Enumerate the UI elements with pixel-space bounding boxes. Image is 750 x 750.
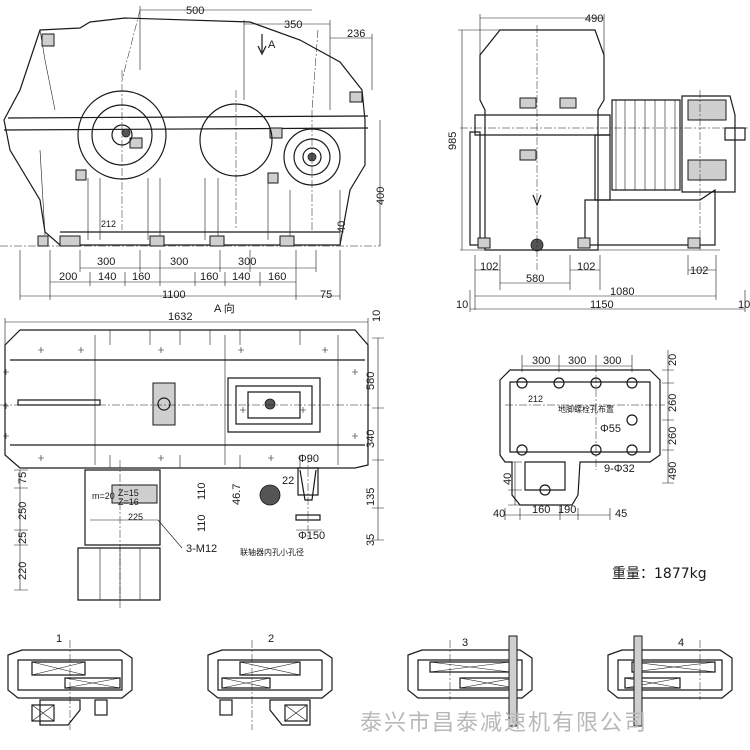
dim-200: 200 [59,271,77,283]
dim-300-a: 300 [97,256,115,268]
fnd-dim-300-b: 300 [568,355,586,367]
view-arrow-a: A [268,39,276,51]
top-view: m=20 Z=15 Z=16 225 1632 10 580 340 135 3… [0,310,384,610]
fnd-dim-40-b: 40 [493,508,505,520]
side-dim-102-a: 102 [480,261,498,273]
fnd-dim-20: 20 [667,354,679,366]
fnd-dim-160: 160 [532,504,550,516]
side-dim-490: 490 [585,13,603,25]
view-label-a: A 向 [214,301,235,315]
dim-140-b: 140 [232,271,250,283]
side-dim-10: 10 [456,299,468,311]
top-dim-phi150: Φ150 [298,530,325,542]
dim-160-a: 160 [132,271,150,283]
top-dim-25: 25 [17,532,29,544]
dim-300-b: 300 [170,256,188,268]
fnd-dim-300-c: 300 [603,355,621,367]
side-view: 490 985 102 580 102 102 1080 10 1150 10 [447,13,750,312]
foundation-layout: 300 300 300 20 260 260 490 212 地脚螺栓孔布置 Φ… [493,350,679,520]
top-dim-110-b: 110 [196,514,208,532]
fnd-dim-300-a: 300 [532,355,550,367]
dim-75: 75 [320,289,332,301]
fnd-title: 地脚螺栓孔布置 [558,404,614,414]
side-dim-1150: 1150 [590,299,614,311]
dim-1100: 1100 [162,289,186,301]
fnd-dim-260-a: 260 [667,394,679,412]
top-dim-46-7: 46.7 [231,484,243,505]
top-dim-135: 135 [365,488,377,506]
gear-module: m=20 [92,491,115,501]
fnd-dim-490: 490 [667,462,679,480]
side-dim-10-b: 10 [738,299,750,311]
fnd-dim-40-a: 40 [502,473,514,485]
side-dim-985: 985 [447,132,459,150]
top-dim-35: 35 [365,534,377,546]
fnd-dim-phi55: Φ55 [600,423,621,435]
top-dim-75: 75 [17,472,29,484]
side-dim-102-c: 102 [690,265,708,277]
fnd-dim-190: 190 [558,504,576,516]
side-dim-580: 580 [526,273,544,285]
assembly-4: 4 [607,635,733,727]
dim-300-c: 300 [238,256,256,268]
dim-400: 400 [375,187,387,205]
watermark-text: 泰兴市昌泰减速机有限公司 [360,711,648,736]
gear-z2: Z=16 [118,497,139,507]
top-dim-220: 220 [17,562,29,580]
weight-label: 重量： [612,566,654,582]
bolt-m12: 3-M12 [186,543,217,555]
assembly-2: 2 [207,633,333,730]
top-dim-10: 10 [371,310,383,322]
weight-value: 1877kg [654,566,707,582]
assembly-label-4: 4 [678,637,684,649]
dim-160-c: 160 [268,271,286,283]
dim-225: 225 [128,512,143,522]
top-dim-1632: 1632 [168,311,192,323]
fnd-dim-212: 212 [528,394,543,404]
gear-z1: Z=15 [118,488,139,498]
assembly-3: 3 [407,635,533,727]
dim-236: 236 [347,28,365,40]
dim-40: 40 [336,221,348,233]
assembly-1: 1 [7,633,133,730]
dim-212: 212 [101,219,116,229]
dim-350: 350 [284,19,302,31]
coupling-note: 联轴器内孔小孔径 [240,547,304,557]
assembly-label-2: 2 [268,633,274,645]
fnd-dim-45: 45 [615,508,627,520]
fnd-dim-260-b: 260 [667,427,679,445]
dim-140-a: 140 [98,271,116,283]
dim-500: 500 [186,5,204,17]
top-dim-580: 580 [365,372,377,390]
fnd-dim-phi32: 9-Φ32 [604,463,635,475]
side-dim-102-b: 102 [577,261,595,273]
dim-160-b: 160 [200,271,218,283]
top-dim-110-a: 110 [196,482,208,500]
top-dim-250: 250 [17,502,29,520]
assembly-label-1: 1 [56,633,62,645]
top-dim-phi90: Φ90 [298,453,319,465]
assembly-label-3: 3 [462,637,468,649]
side-dim-1080: 1080 [610,286,634,298]
svg-text:重量：1877kg: 重量：1877kg [612,566,707,582]
top-dim-340: 340 [365,430,377,448]
top-dim-22: 22 [282,475,294,487]
front-view: 500 350 236 A 40 400 212 300 300 300 200… [0,5,387,315]
